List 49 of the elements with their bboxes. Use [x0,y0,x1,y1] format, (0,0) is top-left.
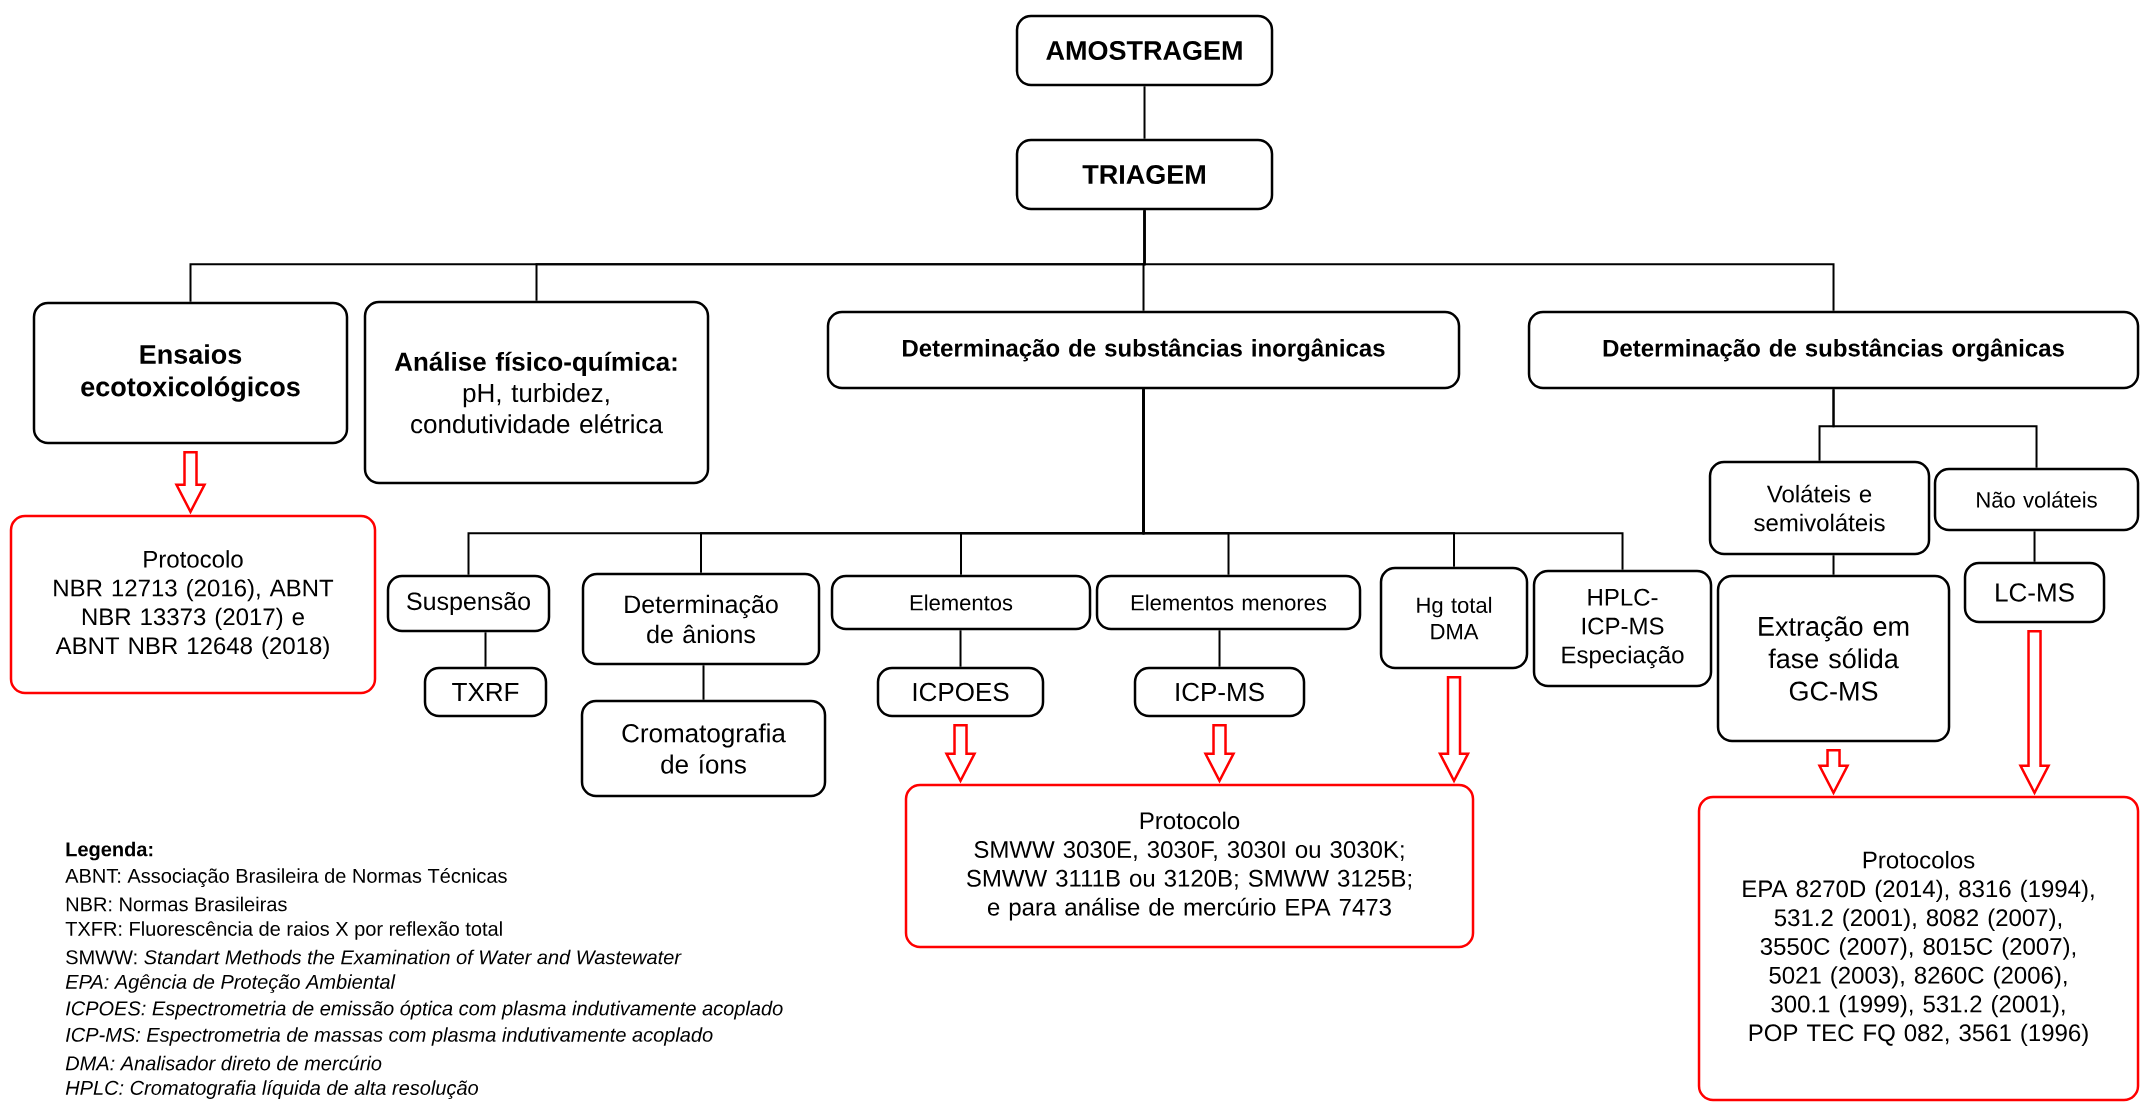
protocol-box: Protocolo NBR 12713 (2016), ABNT NBR 13373 (2017) e ABNT NBR 12648 (2018) [9,514,377,695]
process-box: Elementos menores [1095,574,1362,631]
legend-entry: HPLC: Cromatografia líquida de alta resolução [65,1080,479,1099]
legend-entry: SMWW: Standart Methods the Examination of Water and Wastewater [66,949,682,965]
process-box: TRIAGEM [1015,138,1274,211]
connector-line [1143,209,1835,312]
legend-entry: EPA: Agência de Proteção Ambiental [65,974,396,993]
block-arrow [1817,749,1850,796]
legend-entry: NBR: Normas Brasileiras [66,896,287,912]
legend-entry: ICP-MS: Espectrometria de massas com plasma indutivamente acoplado [66,1027,713,1046]
process-box: Determinação de ânions [581,572,821,666]
process-box: Cromatografia de íons [580,699,827,798]
process-box: Extração em fase sólida GC-MS [1716,574,1951,743]
legend-entry: ICPOES: Espectrometria de emissão óptica com plasma indutivamente acoplado [66,1000,783,1020]
connector-line [1832,554,1835,576]
block-arrow [174,451,207,515]
block-arrow [944,724,977,784]
process-box: Análise físico-química: pH, turbidez, condutividade elétrica [363,300,710,485]
connector-line [1142,388,1624,571]
process-box: AMOSTRAGEM [1015,14,1274,87]
process-box: ICP-MS [1133,666,1306,718]
connector-line [1832,388,2038,469]
process-box: TXRF [423,666,548,718]
connector-line [1218,629,1221,668]
legend-entry: TXFR: Fluorescência de raios X por reflexão total [65,921,502,940]
protocol-box: Protocolos EPA 8270D (2014), 8316 (1994), 531.2 (2001), 8082 (2007), 3550C (2007), 8015C (2007), 5021 (2003), 8260C (2006), 300.1 (1999), 531.2 (2001), POP TEC FQ 082, 3561 (1996) [1697,795,2140,1102]
legend-entry: DMA: Analisador direto de mercúrio [65,1055,382,1071]
process-box: Não voláteis [1933,467,2140,532]
process-box: LC-MS [1963,561,2106,624]
process-box: Ensaios ecotoxicológicos [32,301,349,445]
legend-entry: ABNT: Associação Brasileira de Normas Técnicas [65,868,507,887]
connector-line [1143,85,1146,140]
process-box: Determinação de substâncias inorgânicas [826,310,1461,390]
block-arrow [2018,630,2051,796]
connector-line [2033,530,2036,563]
legend-heading: Legenda: [66,841,153,861]
connector-line [959,629,962,668]
process-box: Suspensão [386,574,551,633]
process-box: HPLC-ICP-MS Especiação [1532,569,1713,688]
protocol-box: Protocolo SMWW 3030E, 3030F, 3030I ou 3030K; SMWW 3111B ou 3120B; SMWW 3125B; e para análise de mercúrio EPA 7473 [904,783,1475,949]
block-arrow [1203,724,1236,784]
connector-line [702,664,705,701]
process-box: Hg total DMA [1379,566,1529,670]
block-arrow [1437,676,1471,784]
process-box: Determinação de substâncias orgânicas [1527,310,2140,390]
process-box: Elementos [830,574,1092,631]
connector-line [484,631,487,668]
process-box: ICPOES [876,666,1045,718]
process-box: Voláteis e semivoláteis [1708,460,1931,556]
